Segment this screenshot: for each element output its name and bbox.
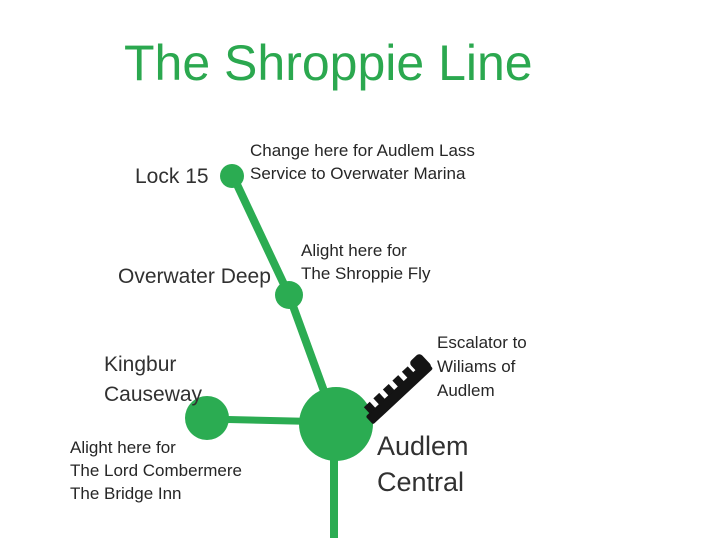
escalator-step <box>382 384 395 397</box>
annotation-line: The Bridge Inn <box>70 484 182 503</box>
annotation-lord-combermere: Alight here for The Lord Combermere The … <box>70 436 242 505</box>
diagram-title: The Shroppie Line <box>124 35 533 91</box>
annotation-line: The Shroppie Fly <box>301 264 431 283</box>
annotation-line: Wiliams of <box>437 357 516 376</box>
station-label-lock15: Lock 15 <box>135 165 209 188</box>
annotation-line: The Lord Combermere <box>70 461 242 480</box>
escalator-step <box>373 392 386 405</box>
station-label-line: Central <box>377 467 465 497</box>
annotation-line: Alight here for <box>70 438 176 457</box>
annotation-shroppie-fly: Alight here for The Shroppie Fly <box>301 239 430 285</box>
annotation-line: Alight here for <box>301 241 407 260</box>
station-label-line: Kingbur <box>104 353 177 376</box>
escalator-step <box>392 375 405 388</box>
escalator-step <box>363 401 376 414</box>
station-label-kingbur-causeway: Kingbur Causeway <box>104 350 202 410</box>
station-label-audlem-central: Audlem Central <box>377 428 469 500</box>
escalator-step <box>401 366 414 379</box>
escalator-icon <box>363 354 433 424</box>
annotation-line: Change here for Audlem Lass <box>250 141 475 160</box>
station-dot-kingbur-causeway <box>185 396 229 440</box>
station-label-line: Audlem <box>377 431 469 461</box>
escalator-bar <box>366 361 433 424</box>
station-dot-audlem-central <box>299 387 373 461</box>
annotation-escalator-wiliams: Escalator to Wiliams of Audlem <box>437 331 527 403</box>
station-label-line: Causeway <box>104 383 203 406</box>
route-segment-lock15-overwater <box>229 174 293 297</box>
annotation-line: Audlem <box>437 381 495 400</box>
annotation-line: Service to Overwater Marina <box>250 164 466 183</box>
annotation-line: Escalator to <box>437 333 527 352</box>
escalator-top-landing <box>410 354 431 376</box>
annotation-change-audlem-lass: Change here for Audlem Lass Service to O… <box>250 139 475 185</box>
station-label-overwater-deep: Overwater Deep <box>118 265 271 288</box>
station-dot-lock15 <box>220 164 244 188</box>
station-dot-overwater-deep <box>275 281 303 309</box>
